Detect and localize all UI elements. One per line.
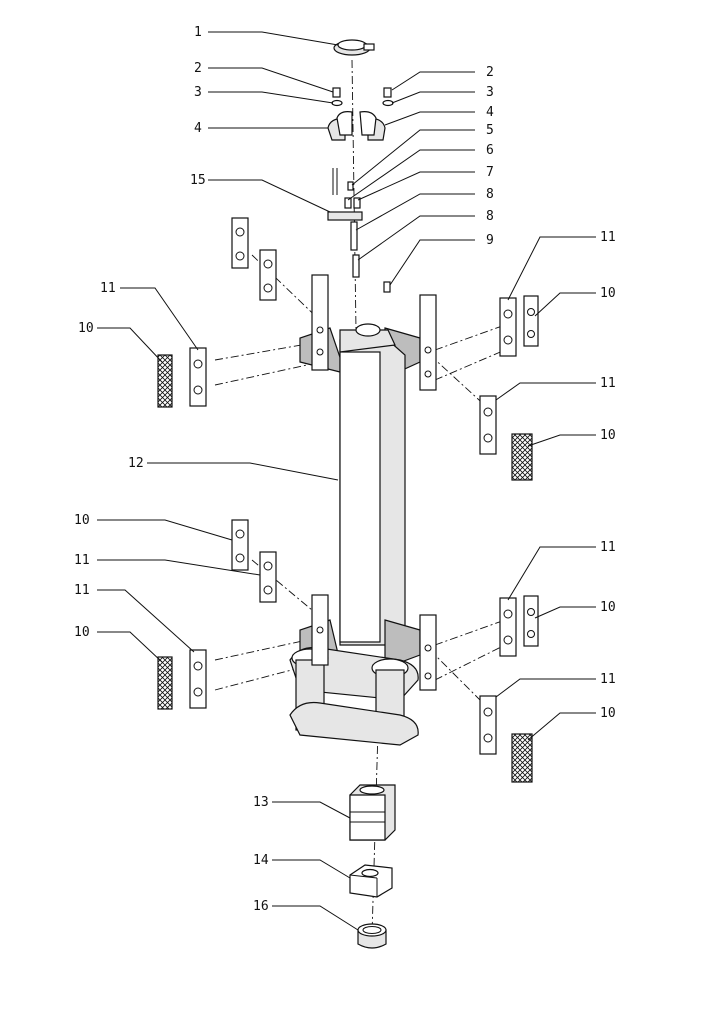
leader-lines bbox=[97, 31, 596, 931]
callout-label: 10 bbox=[600, 428, 616, 443]
callout-label: 14 bbox=[253, 853, 269, 868]
callout-label: 16 bbox=[253, 899, 269, 914]
callout-label: 11 bbox=[74, 583, 90, 598]
callout-label: 15 bbox=[190, 173, 206, 188]
callout-label: 3 bbox=[486, 85, 494, 100]
part-9-screw bbox=[383, 281, 391, 293]
callout-label: 11 bbox=[74, 553, 90, 568]
part-8-rod-a bbox=[350, 221, 358, 251]
part-14-square-nut bbox=[349, 864, 393, 898]
callout-label: 2 bbox=[194, 61, 202, 76]
callout-label: 4 bbox=[194, 121, 202, 136]
callout-label: 10 bbox=[74, 513, 90, 528]
small-hardware bbox=[327, 168, 391, 293]
callout-label: 4 bbox=[486, 105, 494, 120]
callout-label: 11 bbox=[600, 672, 616, 687]
callout-label: 1 bbox=[194, 25, 202, 40]
callout-label: 8 bbox=[486, 187, 494, 202]
part-1-clamp-ring bbox=[333, 39, 375, 56]
callout-label: 8 bbox=[486, 209, 494, 224]
callout-label: 10 bbox=[78, 321, 94, 336]
callout-label: 10 bbox=[600, 706, 616, 721]
callout-label: 10 bbox=[74, 625, 90, 640]
callout-label: 9 bbox=[486, 233, 494, 248]
lower-mounting-tabs bbox=[311, 594, 437, 691]
part-11-plates bbox=[189, 217, 517, 755]
callout-labels: 1 2 2 3 3 4 4 5 6 7 8 8 9 15 11 10 11 10… bbox=[74, 25, 616, 914]
upper-mounting-tabs bbox=[311, 274, 437, 391]
callout-label: 10 bbox=[600, 600, 616, 615]
part-5-pin bbox=[347, 181, 354, 191]
callout-label: 11 bbox=[100, 281, 116, 296]
part-10-pads bbox=[157, 295, 539, 783]
callout-label: 12 bbox=[128, 456, 144, 471]
part-13-bushing-block bbox=[349, 784, 396, 841]
callout-label: 6 bbox=[486, 143, 494, 158]
part-12-main-column bbox=[289, 323, 421, 746]
callout-label: 11 bbox=[600, 230, 616, 245]
part-4-half-shells bbox=[327, 111, 386, 141]
callout-label: 3 bbox=[194, 85, 202, 100]
callout-label: 11 bbox=[600, 376, 616, 391]
part-8-rod-b bbox=[352, 254, 360, 278]
part-16-bushing bbox=[357, 923, 387, 949]
callout-label: 13 bbox=[253, 795, 269, 810]
part-3-washers bbox=[331, 99, 394, 107]
callout-label: 7 bbox=[486, 165, 494, 180]
part-2-screws bbox=[332, 87, 392, 98]
callout-label: 10 bbox=[600, 286, 616, 301]
callout-label: 5 bbox=[486, 123, 494, 138]
part-7-pin bbox=[353, 197, 361, 209]
part-6-pin bbox=[344, 197, 352, 209]
part-15-plate bbox=[327, 211, 363, 221]
callout-label: 2 bbox=[486, 65, 494, 80]
callout-label: 11 bbox=[600, 540, 616, 555]
